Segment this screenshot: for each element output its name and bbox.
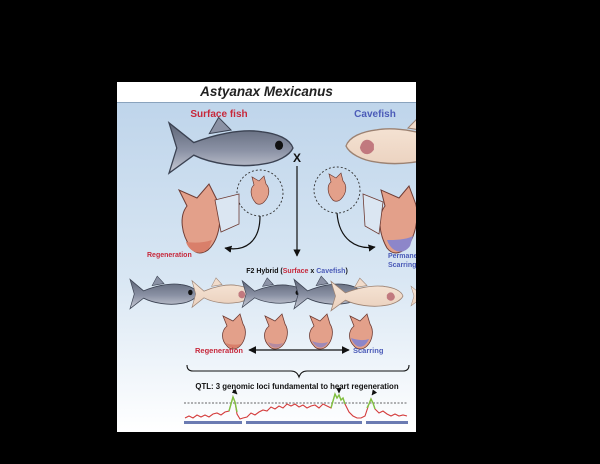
chromosome-bar-3 [366,421,408,424]
qtl-peak-3 [366,397,376,410]
diagram-art: Surface fish Cavefish X Regenerat [129,109,416,424]
f2-heart-3 [309,313,333,350]
chromosome-bar-1 [184,421,242,424]
spectrum-regeneration-label: Regeneration [195,346,243,355]
spectrum-scarring-label: Scarring [353,346,384,355]
surface-large-heart [177,183,240,254]
peak-marker-3 [371,389,378,396]
cross-symbol: X [293,151,301,165]
regeneration-label: Regeneration [147,252,192,259]
figure-title: Astyanax Mexicanus [200,84,333,99]
peak-marker-1 [231,388,238,395]
qtl-peak-2 [330,392,346,409]
f2-fish-5 [330,277,404,312]
f2-hybrid-label: F2 Hybrid (Surface x Cavefish) [246,268,348,275]
f2-heart-4 [349,313,373,350]
scarring-label: Scarring [388,262,416,269]
surface-heart-arrow [224,215,261,253]
cave-heart-arrow [336,212,376,252]
f2-fish-6 [410,283,416,307]
surface-mini-heart [250,175,270,205]
f2-heart-2 [264,313,288,350]
chromosome-bar-2 [246,421,362,424]
cave-mini-heart [327,172,347,202]
f2-fish-1 [129,275,199,310]
figure-panel: Astyanax Mexicanus [117,82,416,432]
surface-zoom-circle [236,169,284,217]
surface-fish-illustration [168,116,294,175]
cavefish-label: Cavefish [354,109,396,120]
grouping-brace [186,364,410,379]
cave-large-heart [362,185,416,254]
permanent-label: Permanent [388,253,416,260]
qtl-description: QTL: 3 genomic loci fundamental to heart… [195,382,398,391]
f2-heart-1 [222,313,246,350]
title-bar: Astyanax Mexicanus [117,82,416,103]
cavefish-illustration [345,114,416,173]
cave-zoom-circle [313,166,361,214]
qtl-peak-1 [228,394,238,413]
surface-fish-label: Surface fish [190,109,247,120]
